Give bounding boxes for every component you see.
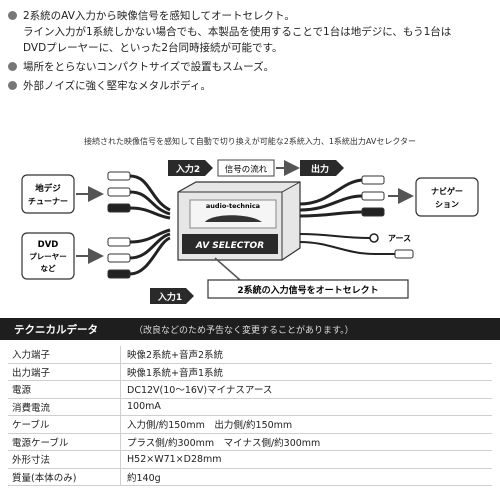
tech-data-note: （改良などのため予告なく変更することがあります。） <box>134 325 354 336</box>
dvd-label: など <box>41 263 56 273</box>
spec-value: プラス側/約300mm マイナス側/約300mm <box>120 433 492 451</box>
feature-item: 外部ノイズに強く堅牢なメタルボディ。 <box>8 78 496 94</box>
diagram-caption: 接続された映像信号を感知して自動で切り換えが可能な2系統入力、1系統出力AVセレ… <box>84 136 416 146</box>
signal-flow-badge <box>217 159 275 177</box>
input2-label: 入力2 <box>175 163 200 175</box>
feature-text: 2系統のAV入力から映像信号を感知してオートセレクト。 <box>23 10 295 22</box>
bullet-icon <box>8 11 17 20</box>
input1-badge <box>150 288 194 304</box>
output-label: 出力 <box>311 163 329 175</box>
dvd-box <box>21 232 75 280</box>
spec-table: 入力端子 映像2系統+音声2系統 出力端子 映像1系統+音声1系統 電源 DC1… <box>8 346 492 486</box>
earth-label: アース <box>388 234 411 243</box>
spec-label: 電源 <box>8 380 121 399</box>
feature-item: 2系統のAV入力から映像信号を感知してオートセレクト。 ライン入力が1系統しかな… <box>8 8 496 56</box>
connection-diagram: 接続された映像信号を感知して自動で切り換えが可能な2系統入力、1系統出力AVセレ… <box>0 130 500 305</box>
spec-value: 映像1系統+音声1系統 <box>120 363 492 381</box>
feature-text: 外部ノイズに強く堅牢なメタルボディ。 <box>23 80 211 92</box>
spec-value: DC12V(10〜16V)マイナスアース <box>120 380 492 399</box>
tuner-label: 地デジ <box>35 183 61 194</box>
feature-text: 場所をとらないコンパクトサイズで設置もスムーズ。 <box>23 61 275 73</box>
spec-label: ケーブル <box>8 415 121 434</box>
tuner-label: チューナー <box>28 197 68 206</box>
tech-data-header: テクニカルデータ （改良などのため予告なく変更することがあります。） <box>0 318 500 340</box>
spec-label: 外形寸法 <box>8 450 121 469</box>
input2-badge <box>168 160 213 176</box>
spec-value: 入力側/約150mm 出力側/約150mm <box>120 415 492 434</box>
earth-terminal-icon <box>369 233 379 243</box>
table-row: 出力端子 映像1系統+音声1系統 <box>8 363 492 381</box>
tuner-box <box>21 174 75 214</box>
rca-plugs-output <box>299 175 385 218</box>
bullet-icon <box>8 81 17 90</box>
table-row: 電源ケーブル プラス側/約300mm マイナス側/約300mm <box>8 433 492 451</box>
table-row: 電源 DC12V(10〜16V)マイナスアース <box>8 380 492 399</box>
spec-value: 100mA <box>120 398 492 416</box>
table-row: 消費電流 100mA <box>8 398 492 416</box>
bullet-icon <box>8 62 17 71</box>
auto-select-label: 2系統の入力信号をオートセレクト <box>237 284 378 296</box>
car-icon <box>205 215 262 222</box>
av-selector-device: audio-technica AV SELECTOR <box>177 181 301 261</box>
spec-value: 約140g <box>120 468 492 486</box>
output-badge <box>300 160 344 176</box>
spec-label: 消費電流 <box>8 398 121 416</box>
spec-value: H52×W71×D28mm <box>120 450 492 469</box>
tech-data-title: テクニカルデータ <box>14 323 98 336</box>
rca-plugs-input2 <box>107 171 171 220</box>
feature-text: ライン入力が1系統しかない場合でも、本製品を使用することで1台は地デジに、もう1… <box>23 26 452 38</box>
diagram-svg: 接続された映像信号を感知して自動で切り換えが可能な2系統入力、1系統出力AVセレ… <box>21 136 479 304</box>
spec-label: 電源ケーブル <box>8 433 121 451</box>
product-label: AV SELECTOR <box>195 241 264 251</box>
navigation-box <box>415 177 479 217</box>
feature-list: 2系統のAV入力から映像信号を感知してオートセレクト。 ライン入力が1系統しかな… <box>8 8 496 97</box>
dvd-label: DVD <box>38 240 59 250</box>
spec-value: 映像2系統+音声2系統 <box>120 346 492 364</box>
brand-label: audio-technica <box>206 202 260 210</box>
feature-item: 場所をとらないコンパクトサイズで設置もスムーズ。 <box>8 59 496 75</box>
spec-label: 入力端子 <box>8 346 121 364</box>
input1-label: 入力1 <box>157 291 182 303</box>
table-row: 外形寸法 H52×W71×D28mm <box>8 450 492 469</box>
power-connector <box>394 249 414 259</box>
navigation-label: ション <box>435 200 459 209</box>
auto-select-callout <box>207 279 409 299</box>
feature-text: DVDプレーヤーに、といった2台同時接続が可能です。 <box>23 42 283 54</box>
table-row: 質量(本体のみ) 約140g <box>8 468 492 486</box>
signal-flow-label: 信号の流れ <box>225 164 268 175</box>
dvd-label: プレーヤー <box>29 251 67 261</box>
table-row: 入力端子 映像2系統+音声2系統 <box>8 346 492 364</box>
table-row: ケーブル 入力側/約150mm 出力側/約150mm <box>8 415 492 434</box>
rca-plugs-input1 <box>107 228 171 279</box>
spec-label: 出力端子 <box>8 363 121 381</box>
spec-label: 質量(本体のみ) <box>8 468 121 486</box>
navigation-label: ナビゲー <box>431 186 463 196</box>
